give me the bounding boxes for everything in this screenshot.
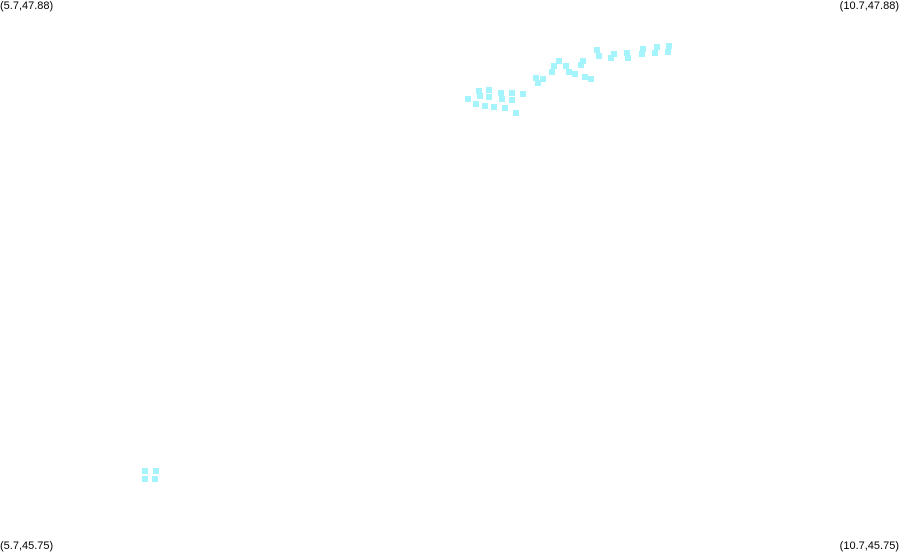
map-point [596, 52, 603, 59]
map-point [540, 75, 547, 82]
map-point [508, 96, 515, 103]
map-point [566, 69, 573, 76]
map-point [666, 42, 672, 49]
map-point [588, 75, 595, 82]
map-point [532, 74, 539, 81]
map-point [550, 62, 557, 69]
map-point [481, 102, 488, 109]
map-point [623, 49, 630, 56]
map-point [610, 51, 617, 58]
map-point [464, 96, 471, 103]
map-point [141, 475, 148, 482]
corner-label-top-left: (5.7,47.88) [0, 0, 54, 12]
map-point [572, 70, 579, 77]
map-point [577, 62, 584, 69]
map-point [639, 51, 646, 58]
map-point [476, 92, 483, 99]
map-point [486, 87, 493, 94]
map-point [512, 109, 519, 116]
map-point [563, 63, 570, 70]
map-point [549, 68, 555, 75]
map-point [594, 47, 601, 53]
map-point [579, 57, 586, 64]
map-point [664, 48, 671, 55]
corner-label-bottom-right: (10.7,45.75) [839, 540, 899, 552]
map-point [624, 54, 631, 61]
map-point [502, 105, 509, 112]
map-point [535, 80, 541, 87]
corner-label-bottom-left: (5.7,45.75) [0, 540, 54, 552]
map-point [153, 467, 160, 474]
map-point [653, 44, 660, 51]
map-point [508, 90, 515, 97]
map-point [476, 88, 483, 94]
map-point [640, 45, 647, 52]
map-point [499, 96, 505, 103]
map-point [486, 94, 493, 101]
map-point [472, 100, 479, 107]
map-point [491, 103, 498, 110]
map-point [556, 58, 563, 65]
map-point [608, 54, 615, 61]
map-point [581, 74, 588, 80]
map-point [519, 91, 526, 98]
map-point [497, 90, 504, 97]
map-point [152, 475, 158, 482]
corner-label-top-right: (10.7,47.88) [839, 0, 899, 12]
map-point [651, 49, 658, 56]
map-point [141, 467, 148, 474]
